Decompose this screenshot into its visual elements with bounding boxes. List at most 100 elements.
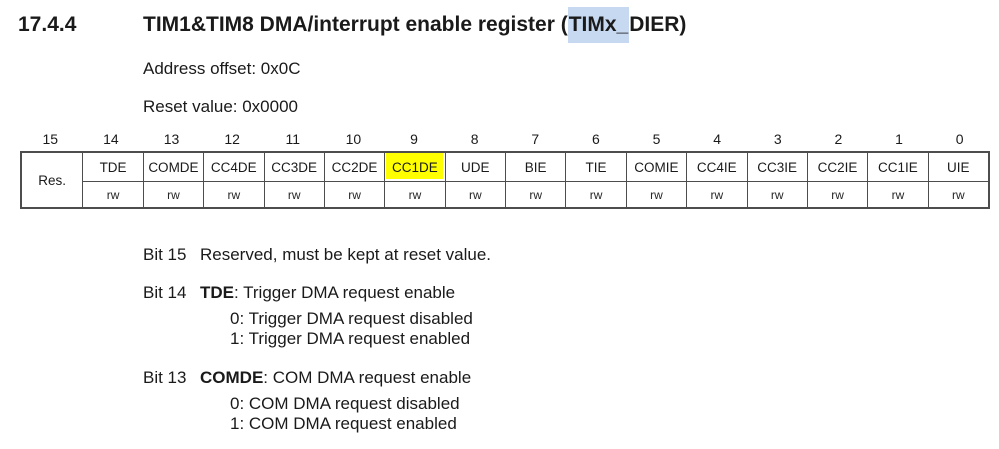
bit-description-head: Bit 13 COMDE: COM DMA request enable <box>143 368 471 388</box>
bit-description-group: Bit 15 Reserved, must be kept at reset va… <box>143 245 491 265</box>
bit-access-cell: rw <box>323 181 385 207</box>
bit-field-cell: CC2IE <box>806 153 867 181</box>
register-bit-table: Res. TDE rw COMDE rw CC4DE rw CC3DE rw CC2DE rw CC1… <box>20 151 990 209</box>
bit-number: 12 <box>224 131 240 147</box>
bit-field-name: COMDE <box>200 368 264 387</box>
bit-number: 15 <box>42 131 59 147</box>
bit-field-label: TIE <box>585 159 607 175</box>
section-number: 17.4.4 <box>18 13 77 36</box>
bit-number: 9 <box>410 131 418 147</box>
bit-number: 10 <box>345 131 362 147</box>
bit-access-cell: rw <box>384 181 445 207</box>
bit-access-label: rw <box>348 187 361 202</box>
title-selection-highlight: TIMx_ <box>567 7 630 43</box>
bit-access-cell: rw <box>927 181 988 207</box>
bit-access-label: rw <box>408 187 422 202</box>
bit-field-label: UIE <box>947 159 970 175</box>
section-heading: 17.4.4 TIM1&TIM8 DMA/interrupt enable re… <box>18 7 686 43</box>
bit-field-label: CC3DE <box>271 159 318 175</box>
bit-access-label: rw <box>106 187 120 202</box>
bit-access-label: rw <box>167 187 180 202</box>
bit-field-label: CC4DE <box>210 159 257 175</box>
bit-field-cell: UIE <box>927 153 988 181</box>
bit-access-label: rw <box>770 187 784 202</box>
bit-field-label: CC1DE <box>392 159 438 175</box>
bit-number: 13 <box>163 131 180 147</box>
bit-field-cell: COMDE <box>142 153 203 181</box>
bit-description-text: Reserved, must be kept at reset value. <box>200 245 492 264</box>
bit-access-cell: rw <box>867 181 928 207</box>
bit-field-cell: UDE <box>444 153 505 181</box>
bit-field-cell: CC2DE <box>323 153 384 181</box>
bit-field-cell: CC4IE <box>686 153 746 181</box>
bit-number: 11 <box>285 131 301 147</box>
bit-access-label: rw <box>710 187 724 202</box>
bit-description-group: Bit 13 COMDE: COM DMA request enable 0: CO… <box>143 368 471 434</box>
bit-field-label: COMIE <box>634 159 679 175</box>
bit-number: 5 <box>652 131 661 147</box>
bit-access-cell: rw <box>806 181 868 207</box>
bit-field-label: CC2DE <box>331 159 378 175</box>
bit-number: 14 <box>103 131 119 147</box>
bit-access-cell: rw <box>444 181 505 207</box>
bit-access-label: rw <box>287 187 301 202</box>
page-title: TIM1&TIM8 DMA/interrupt enable register … <box>143 7 686 43</box>
bit-field-name: TDE <box>200 283 234 302</box>
address-offset-line: Address offset: 0x0C <box>143 59 301 78</box>
bit-field-label: COMDE <box>148 159 199 175</box>
bit-field-cell: TIE <box>565 153 625 181</box>
bit-number: 3 <box>773 131 782 147</box>
reserved-bit-cell: Res. <box>22 153 82 207</box>
bit-value-line: 1: COM DMA request enabled <box>230 414 457 433</box>
title-prefix: TIM1&TIM8 DMA/interrupt enable register … <box>143 13 568 36</box>
bit-field-cell: CC1IE <box>867 153 927 181</box>
bit-field-cell: TDE <box>82 153 142 181</box>
bit-number-label: Bit 13 <box>143 368 187 387</box>
bit-access-cell: rw <box>565 181 626 207</box>
bit-field-label: UDE <box>461 159 490 175</box>
bit-field-label: CC1IE <box>878 159 918 175</box>
bit-value-line: 0: COM DMA request disabled <box>230 394 460 413</box>
bit-access-cell: rw <box>505 181 566 207</box>
bit-description-head: Bit 15 Reserved, must be kept at reset va… <box>143 245 491 265</box>
bit-access-label: rw <box>529 187 543 202</box>
bit-access-label: rw <box>650 187 663 202</box>
bit-field-label: Res. <box>38 172 67 188</box>
bit-access-cell: rw <box>686 181 747 207</box>
bit-field-label: BIE <box>524 159 547 175</box>
bit-number: 1 <box>895 131 903 147</box>
bit-access-label: rw <box>227 187 241 202</box>
bit-field-cell: CC3IE <box>746 153 807 181</box>
bit-description-text: TDE: Trigger DMA request enable <box>200 283 456 302</box>
bit-access-cell: rw <box>142 181 204 207</box>
bit-field-cell: BIE <box>505 153 565 181</box>
bit-number: 8 <box>470 131 479 147</box>
bit-access-cell: rw <box>746 181 807 207</box>
bit-value-line: 1: Trigger DMA request enabled <box>230 329 471 348</box>
bit-access-label: rw <box>831 187 844 202</box>
bit-number: 6 <box>592 131 600 147</box>
bit-access-cell: rw <box>263 181 324 207</box>
bit-access-cell: rw <box>625 181 687 207</box>
bit-access-label: rw <box>589 187 603 202</box>
bit-number: 7 <box>531 131 540 147</box>
bit-number-label: Bit 14 <box>143 283 187 302</box>
bit-access-label: rw <box>951 187 965 202</box>
bit-number: 2 <box>834 131 843 147</box>
bit-value-line: 0: Trigger DMA request disabled <box>230 309 473 328</box>
bit-access-cell: rw <box>203 181 264 207</box>
reset-value-line: Reset value: 0x0000 <box>143 97 298 116</box>
bit-description-text: COMDE: COM DMA request enable <box>200 368 472 387</box>
bit-field-cell-highlighted: CC1DE <box>384 153 444 181</box>
bit-field-label: CC3IE <box>757 159 798 175</box>
bit-number-label: Bit 15 <box>143 245 187 264</box>
bit-field-cell: CC3DE <box>263 153 324 181</box>
bit-description-head: Bit 14 TDE: Trigger DMA request enable <box>143 283 473 303</box>
bit-description-group: Bit 14 TDE: Trigger DMA request enable 0: … <box>143 283 473 349</box>
bit-number: 4 <box>713 131 722 147</box>
bit-access-cell: rw <box>82 181 143 207</box>
bit-access-label: rw <box>891 187 905 202</box>
bit-field-label: TDE <box>99 159 127 175</box>
